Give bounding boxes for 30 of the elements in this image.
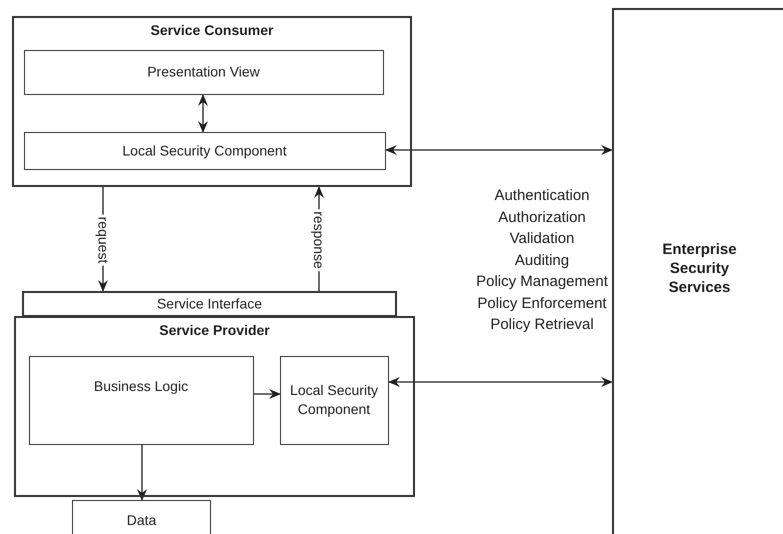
process-box [24,132,386,170]
interface-bar [22,291,397,317]
process-box [280,356,388,444]
service-list-item: Policy Retrieval [489,315,595,335]
arrow [254,389,281,399]
service-list-item: Policy Enforcement [476,294,608,314]
service-box [612,8,783,534]
service-list-item: Authorization [497,208,587,228]
edge-label: request [96,214,110,266]
service-title: Enterprise Security Services [661,240,738,297]
arrow [385,145,613,155]
arrow [198,94,208,133]
process-box [24,50,384,94]
process-box [28,356,254,444]
box-label: Business Logic [92,376,190,396]
service-list-item: Authentication [493,186,591,206]
box-label: Local Security Component [121,141,288,160]
box-label: Data [126,511,158,530]
container-box [12,16,412,187]
box-label: Local Security Component [289,381,379,419]
box-label: Service Interface [156,294,264,314]
container-title: Service Provider [158,321,271,340]
box-label: Presentation View [146,62,261,82]
service-list-item: Validation [508,229,576,249]
container-title: Service Consumer [150,21,274,40]
service-list-item: Policy Management [475,272,609,292]
service-list-item: Auditing [514,250,570,270]
arrow [388,377,613,387]
container-box [14,316,415,497]
arrow [137,445,147,501]
